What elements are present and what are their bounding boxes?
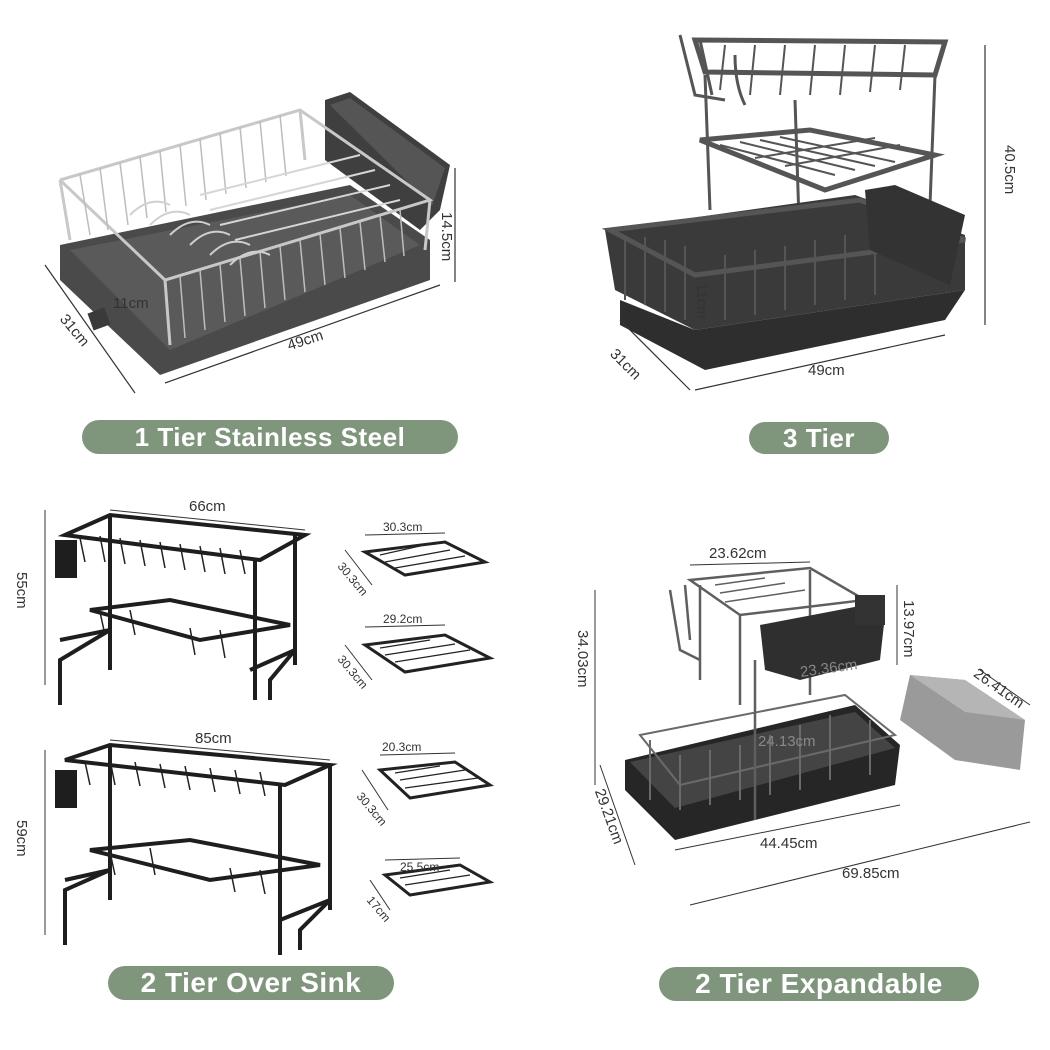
dim-inner: 11cm — [113, 295, 149, 312]
panel-three-tier: 40.5cm 11cm 31cm 49cm 3 Tier — [525, 0, 1050, 470]
dim-height: 14.5cm — [438, 212, 455, 262]
dim-extended-width: 69.85cm — [842, 865, 900, 882]
over-sink-rack-image — [44, 509, 495, 955]
label-over-sink: 2 Tier Over Sink — [108, 966, 394, 1000]
dim-base-width: 44.45cm — [760, 835, 818, 852]
dim-small-width: 66cm — [189, 498, 226, 515]
dim-width: 49cm — [808, 362, 845, 379]
dim-large-height: 59cm — [13, 820, 30, 857]
dim-total-height: 34.03cm — [574, 630, 591, 688]
panel-over-sink: 66cm 55cm 30.3cm 30.3cm 29.2cm 30.3cm 85… — [0, 490, 525, 1050]
dim-basket-d-width: 25.5cm — [400, 860, 440, 874]
dim-height: 40.5cm — [1001, 145, 1018, 195]
one-tier-rack-image — [44, 92, 456, 394]
dim-basket-a-width: 30.3cm — [383, 520, 423, 534]
label-expandable: 2 Tier Expandable — [659, 967, 979, 1001]
dim-basket-c-width: 20.3cm — [382, 740, 422, 754]
dim-basket-b-width: 29.2cm — [383, 612, 423, 626]
dim-large-width: 85cm — [195, 730, 232, 747]
label-three-tier: 3 Tier — [749, 422, 889, 454]
panel-expandable: 23.62cm 13.97cm 23.36cm 34.03cm 26.41cm … — [525, 490, 1050, 1050]
dim-inner-width: 24.13cm — [758, 733, 816, 750]
dim-inner: 11cm — [693, 283, 710, 319]
three-tier-rack-image — [601, 34, 986, 391]
label-one-tier: 1 Tier Stainless Steel — [82, 420, 458, 454]
dim-caddy-height: 13.97cm — [900, 600, 917, 658]
dim-top-width: 23.62cm — [709, 545, 767, 562]
dim-small-height: 55cm — [13, 572, 30, 609]
expandable-rack-image — [594, 561, 1031, 906]
panel-one-tier: 14.5cm 11cm 31cm 49cm 1 Tier Stainless S… — [0, 0, 525, 470]
